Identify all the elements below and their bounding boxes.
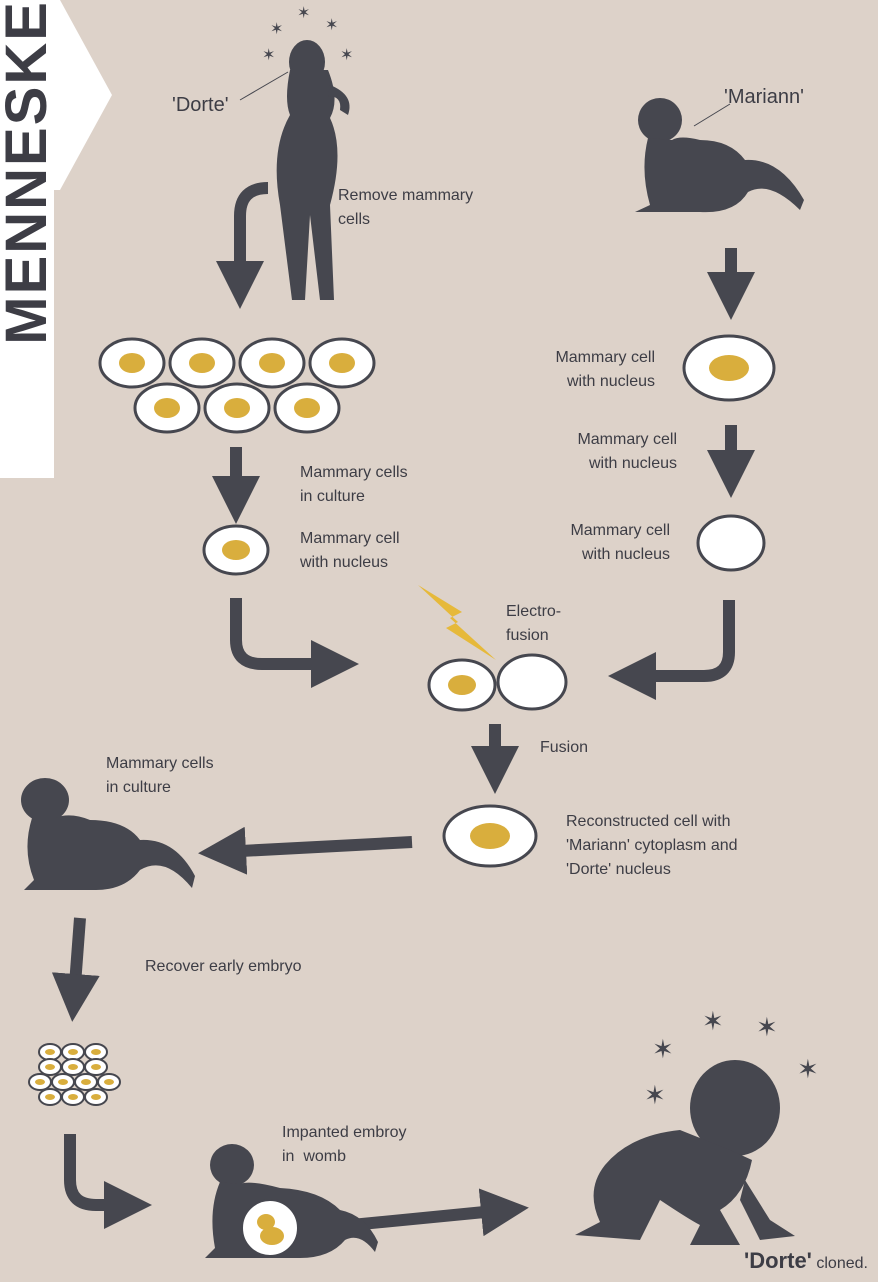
svg-text:✶: ✶ xyxy=(325,17,338,34)
down-arrow-icon xyxy=(51,917,100,1022)
nucleus xyxy=(222,540,250,560)
nucleus xyxy=(709,355,749,381)
svg-text:✶: ✶ xyxy=(702,1006,724,1036)
down-arrow-icon xyxy=(216,182,269,309)
svg-text:✶: ✶ xyxy=(297,5,310,22)
svg-text:✶: ✶ xyxy=(652,1034,674,1064)
left-arrow-icon xyxy=(608,600,735,700)
cell xyxy=(98,337,376,434)
lightning-icon xyxy=(418,585,496,660)
svg-text:✶: ✶ xyxy=(270,21,283,38)
svg-text:✶: ✶ xyxy=(262,47,275,64)
nucleus xyxy=(448,675,476,695)
fetus-icon xyxy=(257,1214,284,1245)
reclining-woman-icon xyxy=(635,98,804,213)
dorte-pointer xyxy=(239,71,289,101)
right-arrow-icon xyxy=(230,598,359,688)
surrogate-culture-label: Mammary cells in culture xyxy=(106,755,214,796)
mariann-label: 'Mariann' xyxy=(724,86,804,108)
reclining-woman-icon xyxy=(21,778,195,890)
svg-text:✶: ✶ xyxy=(644,1080,666,1110)
left-arrow-icon xyxy=(198,826,413,875)
star-icon: ✶✶✶✶✶ xyxy=(262,5,353,64)
fusion-label: Fusion xyxy=(540,739,589,756)
right-cell-nucleus-label-1: Mammary cell with nucleus xyxy=(555,349,655,390)
svg-text:✶: ✶ xyxy=(340,47,353,64)
mariann-pointer xyxy=(693,103,731,127)
reconstructed-label: Reconstructed cell with 'Mariann' cytopl… xyxy=(566,813,738,878)
svg-text:✶: ✶ xyxy=(756,1012,778,1042)
svg-text:✶: ✶ xyxy=(797,1054,819,1084)
right-cell-nucleus-label-3: Mammary cell with nucleus xyxy=(570,522,670,563)
left-culture-label: Mammary cells in culture xyxy=(300,464,408,505)
cell xyxy=(696,514,766,572)
embryo-cluster xyxy=(28,1043,121,1106)
dorte-label: 'Dorte' xyxy=(172,94,229,116)
side-banner: MENNESKE xyxy=(0,0,59,478)
electrofusion-label: Electro- fusion xyxy=(506,603,562,644)
cell-cluster xyxy=(98,337,376,434)
right-arrow-icon xyxy=(64,1134,152,1229)
crawling-baby-icon xyxy=(575,1060,795,1245)
right-cell-nucleus-label-2: Mammary cell with nucleus xyxy=(577,431,677,472)
standing-woman-icon xyxy=(276,40,350,300)
implanted-label: Impanted embroy in womb xyxy=(282,1124,407,1165)
remove-mammary-label: Remove mammary cells xyxy=(338,187,474,228)
banner-tab xyxy=(54,0,112,190)
result-suffix: cloned. xyxy=(816,1255,868,1272)
recover-embryo-label: Recover early embryo xyxy=(145,958,302,975)
result-name: 'Dorte' xyxy=(744,1248,812,1273)
left-cell-nucleus-label: Mammary cell with nucleus xyxy=(300,530,400,571)
star-icon: ✶ ✶ ✶ ✶ ✶ xyxy=(644,1006,819,1110)
cell xyxy=(496,653,568,711)
result-caption: 'Dorte' cloned. xyxy=(744,1248,868,1274)
nucleus xyxy=(119,353,355,418)
nucleus xyxy=(470,823,510,849)
